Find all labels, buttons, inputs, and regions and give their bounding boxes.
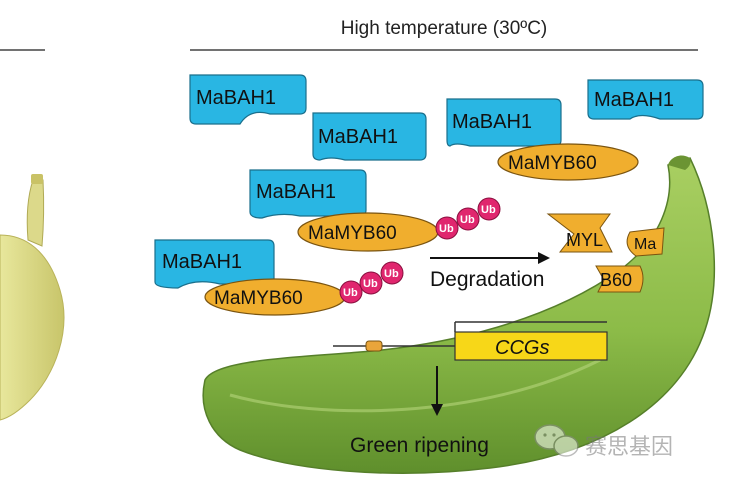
myb-label: MaMYB60 [214,288,303,309]
bah-protein: MaBAH1 [312,112,427,161]
fragment-b60-label: B60 [600,270,632,290]
bah-label: MaBAH1 [256,181,336,203]
ubiquitin-chain: Ub Ub Ub [339,261,404,304]
outcome-label: Green ripening [350,434,489,457]
gene-construct: CCGs [333,321,608,361]
down-arrow [431,366,443,416]
yellow-banana [0,174,65,421]
ccgs-label: CCGs [495,337,549,359]
chat-bubble-icon [534,424,579,457]
bah-label: MaBAH1 [318,126,398,148]
degradation-arrow [430,252,550,264]
ubiquitin-chain: Ub Ub Ub [435,197,501,240]
bah-protein: MaBAH1 [249,169,367,219]
bah-label: MaBAH1 [162,251,242,273]
fragment-myb-label: MYL [566,230,603,250]
ub-label: Ub [439,223,454,235]
ub-label: Ub [363,278,378,290]
bah-protein: MaBAH1 [189,74,307,125]
degraded-fragments: MYL Ma B60 [546,213,665,293]
bah-label: MaBAH1 [196,87,276,109]
diagram-title: High temperature (30ºC) [340,18,548,39]
myb-label: MaMYB60 [508,153,597,174]
bah-protein: MaBAH1 [587,79,704,120]
ub-label: Ub [460,214,475,226]
watermark-text: 赛思基因 [585,434,673,459]
ub-label: Ub [343,287,358,299]
bah-protein: MaBAH1 [446,98,562,147]
bah-label: MaBAH1 [452,111,532,133]
bah-label: MaBAH1 [594,89,674,111]
ub-label: Ub [481,204,496,216]
watermark: 赛思基因 [534,424,673,459]
myb-protein: MaMYB60 [204,278,346,316]
myb-protein: MaMYB60 [297,212,439,252]
degradation-label: Degradation [430,268,544,291]
myb-label: MaMYB60 [308,223,397,244]
myb-protein: MaMYB60 [497,143,639,181]
ccgs-box [454,331,608,361]
ub-label: Ub [384,268,399,280]
fragment-ma-label: Ma [634,236,656,253]
